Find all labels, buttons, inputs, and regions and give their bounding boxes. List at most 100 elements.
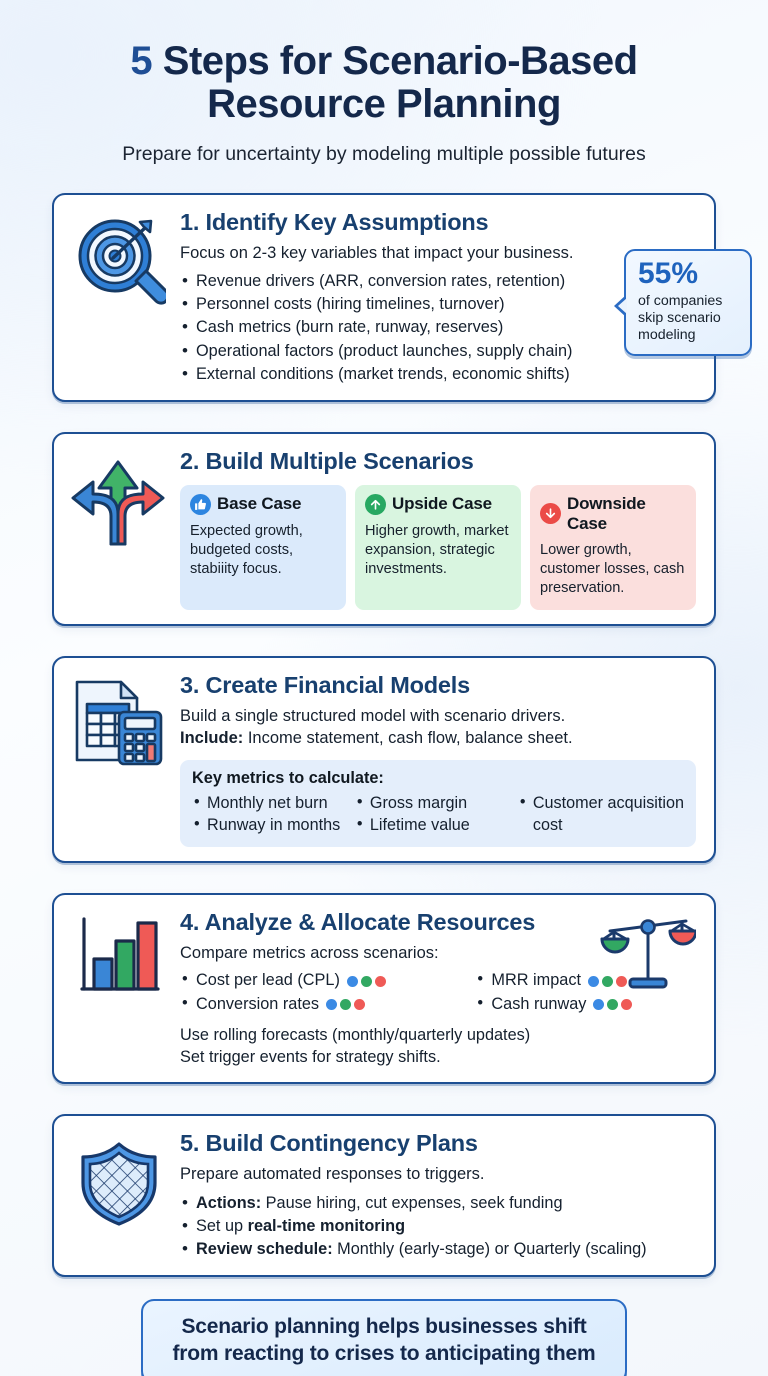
dot-red xyxy=(354,999,366,1011)
bullet-pre: Set up xyxy=(196,1217,248,1236)
bullet-rest: Monthly (early-stage) or Quarterly (scal… xyxy=(332,1240,647,1259)
dot-green xyxy=(607,999,619,1011)
footer-wrap: Scenario planning helps businesses shift… xyxy=(0,1299,768,1376)
stat-number: 55% xyxy=(638,256,699,290)
list-item: External conditions (market trends, econ… xyxy=(180,362,696,386)
step-4-lede: Compare metrics across scenarios: xyxy=(180,943,439,962)
footer-line-1: Scenario planning helps businesses shift xyxy=(181,1315,587,1339)
scenario-upside-name: Upside Case xyxy=(392,494,492,514)
metric-label: Cash runway xyxy=(491,994,587,1013)
bar-chart-icon xyxy=(80,917,160,991)
step-4-title: 4. Analyze & Allocate Resources xyxy=(180,908,536,935)
step-4-icon-col xyxy=(68,909,170,1068)
scenario-card-upside[interactable]: Upside Case Higher growth, market expans… xyxy=(355,484,521,610)
scenario-dots xyxy=(326,999,366,1011)
scenario-upside-desc: Higher growth, market expansion, strateg… xyxy=(365,522,509,578)
list-item: Cash metrics (burn rate, runway, reserve… xyxy=(180,315,696,339)
header: 5 Steps for Scenario-Based Resource Plan… xyxy=(0,0,768,167)
shield-icon xyxy=(81,1142,157,1226)
list-item: cost xyxy=(532,816,563,835)
step-5-lede: Prepare automated responses to triggers. xyxy=(180,1164,485,1183)
scenario-cards: Base Case Expected growth, budgeted cost… xyxy=(180,484,696,610)
key-metrics-title: Key metrics to calculate: xyxy=(192,768,384,787)
dot-blue xyxy=(326,999,338,1011)
step-1-bullets: Revenue drivers (ARR, conversion rates, … xyxy=(180,269,696,386)
step-3-title: 3. Create Financial Models xyxy=(180,671,470,698)
dot-green xyxy=(340,999,352,1011)
step-4: 4. Analyze & Allocate Resources Compare … xyxy=(52,892,716,1084)
scenario-card-base[interactable]: Base Case Expected growth, budgeted cost… xyxy=(180,484,346,610)
step-3-lede2-bold: Include: xyxy=(180,729,244,748)
scenario-dots xyxy=(346,975,386,987)
arrow-up-icon xyxy=(365,493,386,515)
list-item: Lifetime value xyxy=(355,813,514,837)
bullet-bold: real-time monitoring xyxy=(247,1217,406,1236)
dot-red xyxy=(621,999,633,1011)
step-1-lede: Focus on 2-3 key variables that impact y… xyxy=(180,243,574,262)
step-5: 5. Build Contingency Plans Prepare autom… xyxy=(52,1113,716,1278)
scenario-base-name: Base Case xyxy=(217,494,302,514)
page-subtitle: Prepare for uncertainty by modeling mult… xyxy=(122,143,646,166)
step-card-2[interactable]: 2. Build Multiple Scenarios Base Case Ex… xyxy=(52,431,716,626)
step-3-lede2-rest: Income statement, cash flow, balance she… xyxy=(243,729,573,748)
scenario-upside-head: Upside Case xyxy=(365,493,511,515)
list-item: Review schedule: Monthly (early-stage) o… xyxy=(180,1237,696,1261)
bullet-rest: Pause hiring, cut expenses, seek funding xyxy=(261,1194,563,1213)
target-magnifier-icon xyxy=(78,219,166,305)
step-4-body: 4. Analyze & Allocate Resources Compare … xyxy=(180,909,696,1068)
step-1-title: 1. Identify Key Assumptions xyxy=(180,208,489,235)
title-number: 5 xyxy=(130,39,153,83)
metric-row: Cash runway xyxy=(475,992,696,1017)
step-card-4[interactable]: 4. Analyze & Allocate Resources Compare … xyxy=(52,892,716,1084)
scenario-dots xyxy=(587,975,627,987)
step-1: 1. Identify Key Assumptions Focus on 2-3… xyxy=(52,192,752,402)
list-item: Revenue drivers (ARR, conversion rates, … xyxy=(180,269,696,293)
step-1-body: 1. Identify Key Assumptions Focus on 2-3… xyxy=(180,209,696,386)
step-3-icon-col xyxy=(68,672,170,847)
dot-red xyxy=(374,975,386,987)
title-line2: Resource Planning xyxy=(207,82,561,127)
scenario-downside-desc: Lower growth, customer losses, cash pres… xyxy=(540,541,685,597)
steps-list: 1. Identify Key Assumptions Focus on 2-3… xyxy=(0,192,768,1278)
step-3-lede-2: Include: Income statement, cash flow, ba… xyxy=(180,728,696,749)
page-title: 5 Steps for Scenario-Based Resource Plan… xyxy=(40,39,728,127)
dot-blue xyxy=(346,975,358,987)
metric-row: Conversion rates xyxy=(180,992,449,1017)
step-card-3[interactable]: 3. Create Financial Models Build a singl… xyxy=(52,655,716,863)
scenario-base-desc: Expected growth, budgeted costs, stabiii… xyxy=(190,522,303,578)
scenario-downside-head: Downside Case xyxy=(540,494,686,534)
thumbs-up-icon xyxy=(190,493,211,515)
step-5-body: 5. Build Contingency Plans Prepare autom… xyxy=(180,1130,696,1262)
title-line1-rest: Steps for Scenario-Based xyxy=(152,39,638,83)
step-5-title: 5. Build Contingency Plans xyxy=(180,1129,478,1156)
step-3: 3. Create Financial Models Build a singl… xyxy=(52,655,716,863)
scenario-base-head: Base Case xyxy=(190,493,336,515)
scenario-dots xyxy=(593,999,633,1011)
step-2: 2. Build Multiple Scenarios Base Case Ex… xyxy=(52,431,716,626)
metric-label: Conversion rates xyxy=(196,994,320,1013)
list-item: Personnel costs (hiring timelines, turno… xyxy=(180,292,696,316)
step-2-title: 2. Build Multiple Scenarios xyxy=(180,447,474,474)
metric-row: Cost per lead (CPL) xyxy=(180,968,449,993)
bullet-bold: Review schedule: xyxy=(196,1240,333,1259)
step-card-5[interactable]: 5. Build Contingency Plans Prepare autom… xyxy=(52,1113,716,1278)
metric-row: MRR impact xyxy=(475,968,696,993)
metric-label: Cost per lead (CPL) xyxy=(196,971,340,990)
step-2-icon-col xyxy=(68,448,170,610)
bullet-bold: Actions: xyxy=(196,1194,262,1213)
balance-scales-icon xyxy=(600,919,696,989)
dot-blue xyxy=(587,975,599,987)
scenario-card-downside[interactable]: Downside Case Lower growth, customer los… xyxy=(530,484,696,610)
step-5-icon-col xyxy=(68,1130,170,1262)
dot-green xyxy=(360,975,372,987)
stat-text: of companies skip scenario modeling xyxy=(638,292,723,344)
stat-badge: 55% of companies skip scenario modeling xyxy=(614,248,752,356)
metric-label: MRR impact xyxy=(491,971,581,990)
step-3-lede: Build a single structured model with sce… xyxy=(180,706,566,725)
list-item: Set up real-time monitoring xyxy=(180,1214,696,1238)
step-1-icon-col xyxy=(68,209,170,386)
list-item: Monthly net burn xyxy=(192,791,351,815)
step-card-1[interactable]: 1. Identify Key Assumptions Focus on 2-3… xyxy=(52,192,716,402)
dot-blue xyxy=(593,999,605,1011)
